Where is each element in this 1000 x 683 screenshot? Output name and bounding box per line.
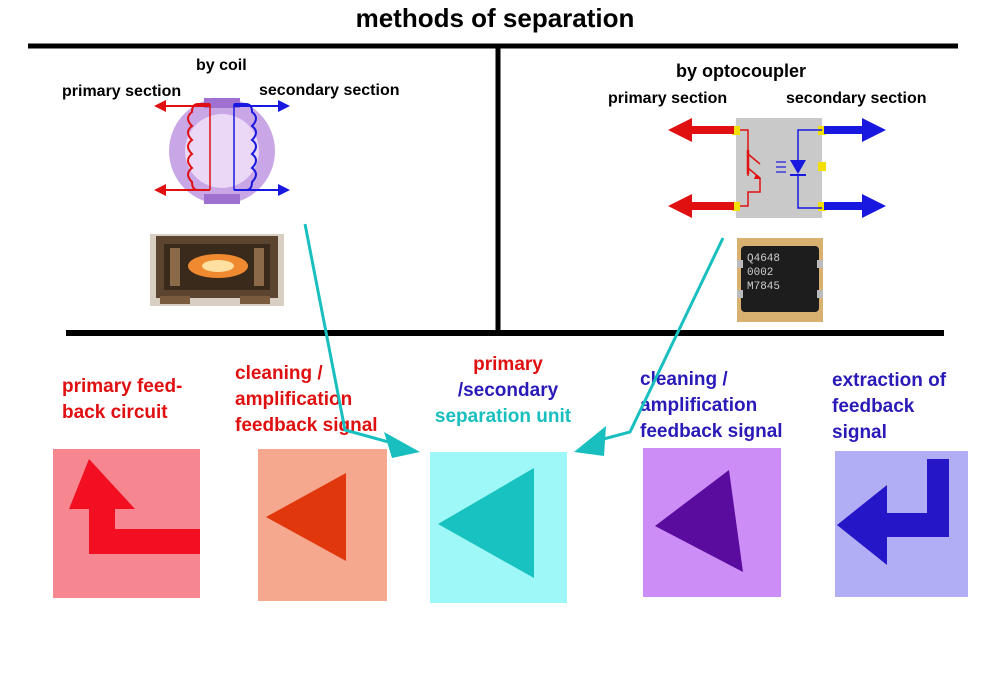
label-line: feedback signal xyxy=(640,421,783,442)
left-triangle-icon xyxy=(266,473,346,561)
optocoupler-heading: by optocoupler xyxy=(676,61,806,81)
optocoupler-connector-arrowhead xyxy=(574,426,606,456)
coil-transformer-diagram xyxy=(154,98,290,204)
stage-3-box xyxy=(430,452,567,603)
corner-up-arrow-icon xyxy=(69,459,200,554)
label-line: primary xyxy=(473,354,543,375)
stage-1-box xyxy=(53,449,200,598)
stage-4-label: cleaning / amplification feedback signal xyxy=(640,367,783,445)
chip-body: Q4648 0002 M7845 xyxy=(741,246,819,312)
left-triangle-icon xyxy=(655,470,743,572)
chip-line: Q4648 xyxy=(747,253,781,265)
stage-5-label: extraction of feedback signal xyxy=(832,368,946,446)
optocoupler-diagram xyxy=(668,118,886,218)
label-line: /secondary xyxy=(457,380,559,401)
chip-line: 0002 xyxy=(747,267,774,279)
coil-photo xyxy=(150,226,284,306)
coil-connector-arrowhead xyxy=(384,432,420,458)
coil-primary-label: primary section xyxy=(62,83,182,100)
optocoupler-photo: Q4648 0002 M7845 xyxy=(737,238,823,322)
label-line: separation unit xyxy=(434,406,572,427)
label-line: primary feed- xyxy=(62,376,183,397)
chip-line: M7845 xyxy=(747,281,781,293)
coil-connector-line xyxy=(303,223,393,445)
coil-heading: by coil xyxy=(196,57,247,74)
label-line: amplification xyxy=(235,389,353,410)
label-line: cleaning / xyxy=(640,369,728,390)
stage-5-box xyxy=(835,451,968,597)
stage-3-label: primary /secondary separation unit xyxy=(428,352,578,430)
stage-4-box xyxy=(643,448,781,597)
label-line: signal xyxy=(832,422,887,443)
label-line: amplification xyxy=(640,395,758,416)
left-triangle-icon xyxy=(438,468,534,578)
page-title: methods of separation xyxy=(355,3,635,33)
label-line: extraction of xyxy=(832,370,947,391)
stage-1-label: primary feed- back circuit xyxy=(62,374,182,426)
stage-2-box xyxy=(258,449,387,601)
label-line: feedback xyxy=(832,396,915,417)
coil-secondary-label: secondary section xyxy=(259,82,400,99)
optocoupler-secondary-label: secondary section xyxy=(786,90,927,107)
optocoupler-connector-line xyxy=(595,237,725,443)
chip-marking: Q4648 0002 M7845 xyxy=(747,252,780,294)
label-line: back circuit xyxy=(62,402,168,423)
optocoupler-primary-label: primary section xyxy=(608,90,728,107)
label-line: cleaning / xyxy=(235,363,323,384)
return-arrow-icon xyxy=(837,459,949,565)
